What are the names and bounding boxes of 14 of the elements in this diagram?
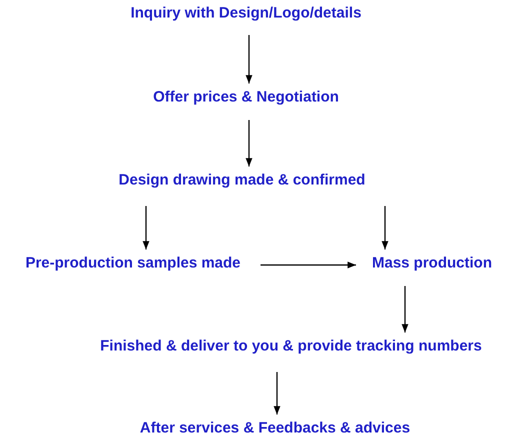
step-text: After services & Feedbacks & advices [138, 418, 412, 438]
arrow [246, 120, 252, 166]
arrow [402, 286, 408, 332]
arrow [246, 35, 252, 84]
step-text: Offer prices & Negotiation [151, 88, 341, 106]
arrow [382, 206, 388, 250]
step-text: Mass production [370, 254, 494, 272]
arrow [142, 206, 150, 250]
arrow [274, 372, 280, 414]
step-text: Inquiry with Design/Logo/details [128, 4, 364, 22]
step-text: Pre-production samples made [23, 254, 243, 272]
step-text: Design drawing made & confirmed [116, 170, 368, 190]
arrow [260, 262, 356, 268]
step-text: Finished & deliver to you & provide tracking numbers [98, 336, 484, 356]
